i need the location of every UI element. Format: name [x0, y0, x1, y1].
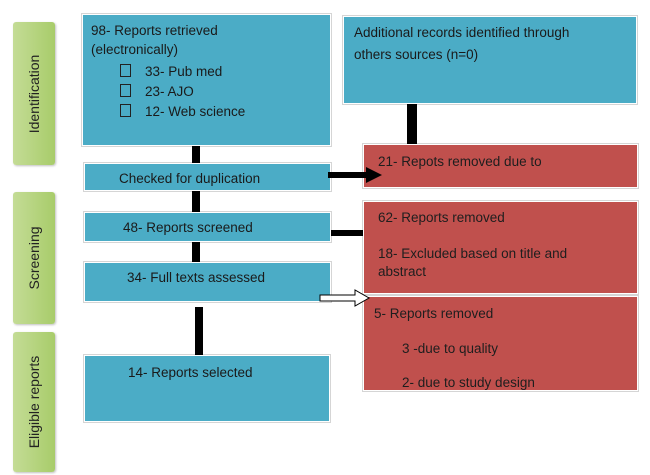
arrow-right-icon [328, 167, 382, 183]
checkbox-icon [120, 104, 131, 117]
connector-screened-to-removed [331, 230, 363, 236]
removed-fulltext-box: 5- Reports removed 3 -due to quality 2- … [363, 296, 638, 391]
removed-duplicates-box: 21- Repots removed due to [363, 144, 638, 188]
phase-eligible-label: Eligible reports [26, 355, 42, 449]
source-item-pubmed: 33- Pub med [120, 63, 222, 81]
additional-records-line1: Additional records identified through [354, 25, 570, 40]
duplication-check-box: Checked for duplication [84, 163, 331, 191]
reports-screened-box: 48- Reports screened [84, 212, 331, 242]
source-item-label: 33- Pub med [145, 64, 223, 79]
checkbox-icon [120, 84, 131, 97]
source-item-webscience: 12- Web science [120, 103, 245, 121]
reports-screened-label: 48- Reports screened [123, 220, 253, 235]
source-item-label: 12- Web science [145, 104, 246, 119]
removed-fulltext-line1: 5- Reports removed [374, 306, 494, 321]
fulltext-assessed-label: 34- Full texts assessed [127, 270, 266, 285]
removed-screening-line2: 18- Excluded based on title and [378, 246, 568, 261]
connector-duplication-to-screened [192, 191, 200, 212]
phase-eligible: Eligible reports [13, 332, 55, 472]
removed-screening-line1: 62- Reports removed [378, 210, 505, 225]
reports-retrieved-box: 98- Reports retrieved (electronically) 3… [82, 14, 331, 146]
source-item-label: 23- AJO [145, 84, 194, 99]
hollow-arrow-right-icon [319, 289, 371, 307]
removed-screening-box: 62- Reports removed 18- Excluded based o… [363, 201, 638, 294]
connector-retrieved-to-duplication [192, 146, 200, 163]
reports-selected-box: 14- Reports selected [84, 355, 330, 422]
reports-retrieved-subtitle: (electronically) [91, 42, 179, 57]
phase-screening: Screening [13, 192, 55, 324]
connector-fulltext-to-selected [195, 307, 203, 355]
removed-fulltext-line2: 3 -due to quality [402, 341, 499, 356]
removed-duplicates-label: 21- Repots removed due to [378, 154, 542, 169]
phase-identification: Identification [13, 22, 55, 165]
fulltext-assessed-box: 34- Full texts assessed [84, 262, 331, 302]
removed-screening-line3: abstract [378, 264, 427, 279]
connector-additional-down [407, 104, 417, 144]
duplication-check-label: Checked for duplication [119, 171, 261, 186]
phase-identification-label: Identification [26, 54, 42, 133]
additional-records-line2: others sources (n=0) [354, 47, 479, 62]
phase-screening-label: Screening [26, 226, 42, 290]
connector-screened-to-fulltext [192, 242, 200, 262]
source-item-ajo: 23- AJO [120, 83, 194, 101]
checkbox-icon [120, 64, 131, 77]
additional-records-box: Additional records identified through ot… [343, 16, 637, 104]
removed-fulltext-line3: 2- due to study design [402, 375, 535, 390]
reports-selected-label: 14- Reports selected [128, 365, 253, 380]
reports-retrieved-title: 98- Reports retrieved [91, 23, 218, 38]
